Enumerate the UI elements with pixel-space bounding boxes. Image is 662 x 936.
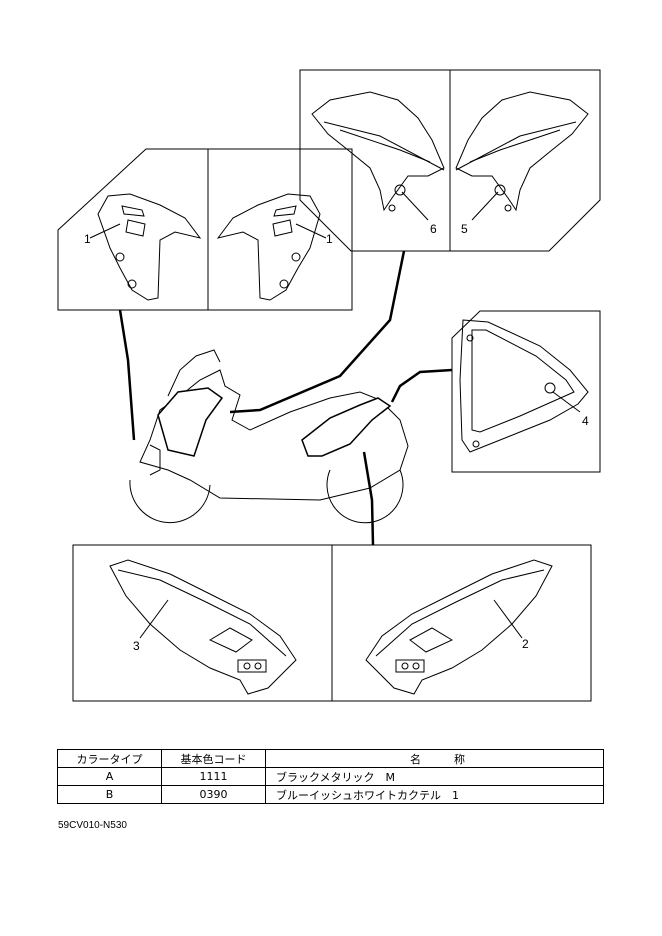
panel-side-covers bbox=[299, 69, 601, 252]
scooter-silhouette bbox=[129, 349, 409, 524]
callout-5: 5 bbox=[461, 222, 468, 236]
cell-color-type: B bbox=[57, 785, 162, 804]
callout-3: 3 bbox=[133, 639, 140, 653]
panel-side-panels bbox=[72, 544, 592, 702]
parts-diagram: 1 1 6 5 4 bbox=[57, 69, 601, 702]
callout-1-right: 1 bbox=[326, 232, 333, 246]
leader-lines bbox=[118, 250, 453, 546]
header-color-type: カラータイプ bbox=[57, 749, 162, 768]
cell-color-code: 0390 bbox=[161, 785, 266, 804]
callout-6: 6 bbox=[430, 222, 437, 236]
cell-color-name: ブラックメタリック M bbox=[265, 767, 604, 786]
callout-4: 4 bbox=[582, 414, 589, 428]
cell-color-code: 1111 bbox=[161, 767, 266, 786]
table-header-row: カラータイプ 基本色コード 名 称 bbox=[57, 749, 604, 768]
panel-rear-cover bbox=[451, 310, 601, 473]
color-table: カラータイプ 基本色コード 名 称 A 1111 ブラックメタリック M B 0… bbox=[57, 749, 604, 804]
cell-color-type: A bbox=[57, 767, 162, 786]
callout-2: 2 bbox=[522, 637, 529, 651]
table-row: A 1111 ブラックメタリック M bbox=[57, 767, 604, 786]
cell-color-name: ブルーイッシュホワイトカクテル 1 bbox=[265, 785, 604, 804]
drawing-code: 59CV010-N530 bbox=[58, 820, 127, 831]
table-row: B 0390 ブルーイッシュホワイトカクテル 1 bbox=[57, 785, 604, 804]
panel-front-cowls bbox=[57, 148, 353, 311]
header-name: 名 称 bbox=[265, 749, 604, 768]
callout-1-left: 1 bbox=[84, 232, 91, 246]
header-base-color-code: 基本色コード bbox=[161, 749, 266, 768]
